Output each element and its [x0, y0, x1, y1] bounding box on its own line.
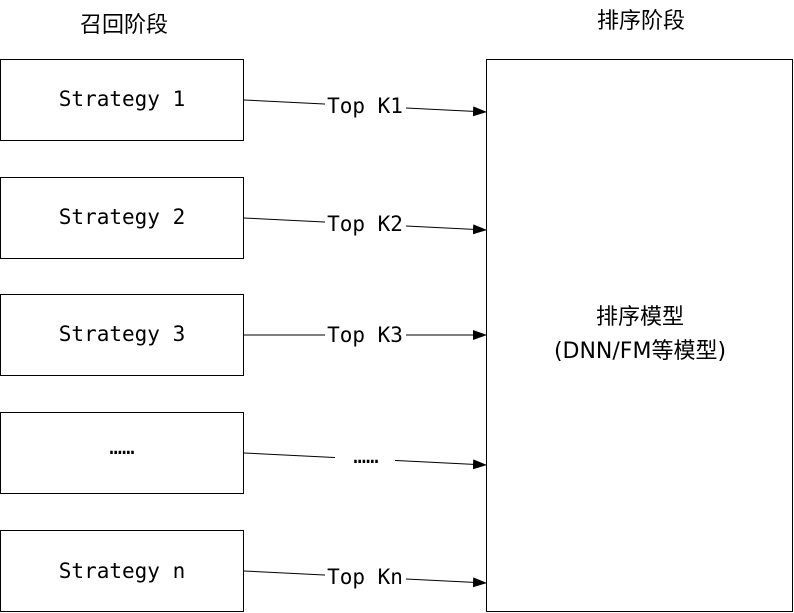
recall-stage-heading: 召回阶段 — [80, 13, 168, 38]
ranking-model-title: 排序模型 — [596, 305, 684, 330]
strategy-label: Strategy 1 — [59, 87, 185, 111]
edge-label: Top K3 — [327, 323, 403, 347]
edge-label: …… — [353, 444, 378, 468]
strategy-node: …… — [0, 412, 244, 494]
edge: Top K3 — [244, 322, 487, 348]
strategy-label: Strategy n — [59, 559, 185, 583]
strategy-label: Strategy 3 — [59, 322, 185, 346]
edge: Top K1 — [243, 93, 487, 119]
edge-label-bg — [335, 447, 395, 465]
ranking-model-subtitle: (DNN/FM等模型) — [554, 339, 726, 364]
edge-label: Top Kn — [327, 565, 403, 589]
edge-label: Top K2 — [327, 212, 403, 236]
ranking-model-box — [486, 59, 793, 612]
edge: Top K2 — [243, 211, 487, 237]
strategy-box — [0, 177, 244, 259]
strategy-node: Strategy 2 — [0, 177, 244, 259]
edge-label-bg — [325, 564, 406, 590]
ranking-model-node: 排序模型 (DNN/FM等模型) — [486, 59, 793, 612]
edge-label-bg — [325, 322, 406, 348]
strategy-box — [0, 530, 244, 612]
strategy-box — [0, 59, 244, 141]
ranking-stage-heading: 排序阶段 — [597, 9, 685, 34]
strategy-node: Strategy n — [0, 530, 244, 612]
strategy-box — [0, 412, 244, 494]
edge-label-bg — [325, 211, 406, 237]
edge: Top Kn — [243, 564, 487, 590]
strategy-box — [0, 294, 244, 376]
edge: …… — [243, 444, 487, 470]
strategy-label: Strategy 2 — [59, 205, 185, 229]
strategy-node: Strategy 3 — [0, 294, 244, 376]
strategy-node: Strategy 1 — [0, 59, 244, 141]
edge-label: Top K1 — [327, 94, 403, 118]
edge-label-bg — [325, 93, 406, 119]
strategy-label: …… — [109, 435, 134, 459]
